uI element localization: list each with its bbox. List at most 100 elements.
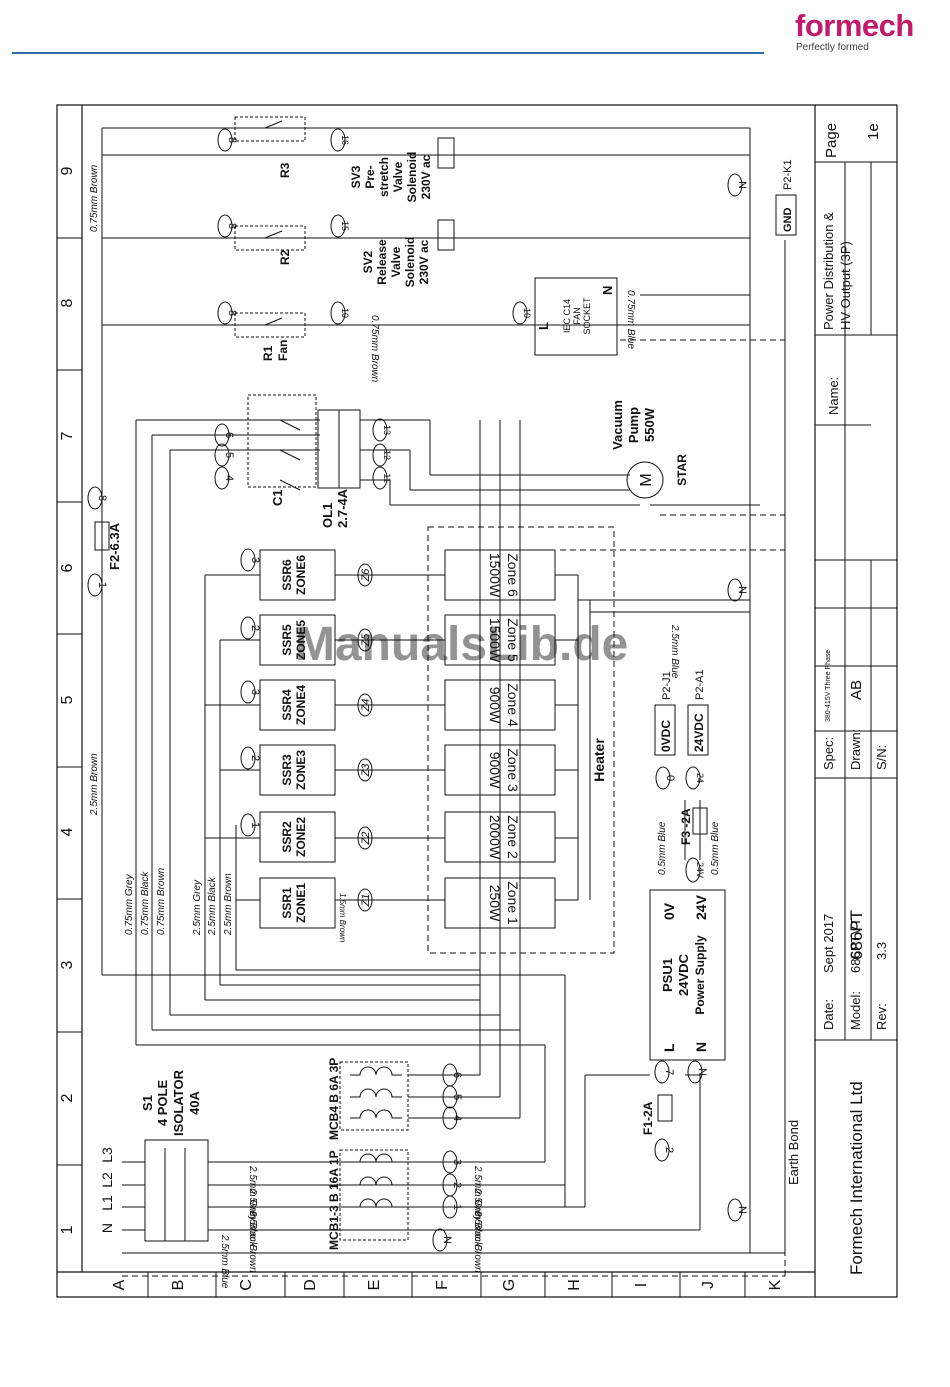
- fan-socket-label-3: SOCKET: [582, 297, 592, 335]
- supply-l3: L3: [99, 1147, 115, 1163]
- date-value: Sept 2017: [821, 914, 836, 973]
- term-n-4: N: [736, 181, 748, 189]
- wire-brown-075-top: 0.75mm Brown: [89, 164, 100, 232]
- wire-grey-25-zone: 2.5mm Grey: [192, 879, 203, 936]
- r1-label: R1: [261, 345, 275, 361]
- mcb4-label: MCB4 B 6A 3P: [327, 1058, 341, 1140]
- model-value: 686PTVT: [848, 918, 863, 973]
- term-5-c1: 5: [223, 452, 235, 458]
- socket-n: N: [600, 286, 615, 295]
- row-label-c: C: [238, 1279, 255, 1291]
- sv2-label-3: Valve: [389, 246, 403, 277]
- spec-label: Spec:: [821, 737, 836, 770]
- ssr2-zone: ZONE2: [294, 817, 308, 857]
- row-label-g: G: [501, 1279, 518, 1291]
- col-label-9: 9: [59, 166, 76, 175]
- term-3-ssr6: 3: [249, 557, 261, 563]
- row-label-e: E: [366, 1280, 383, 1291]
- isolator-label-2: 4 POLE: [155, 1080, 170, 1127]
- heater-label: Heater: [591, 738, 607, 782]
- wire-blue-supply: 2.5mm Blue: [219, 1234, 230, 1289]
- ssr5-zone: ZONE5: [294, 620, 308, 660]
- ssr3-zone: ZONE3: [294, 750, 308, 790]
- isolator-label-3: ISOLATOR: [171, 1069, 186, 1136]
- pump-label-2: Pump: [626, 407, 641, 443]
- 0vdc-connector: [654, 704, 676, 756]
- wire-z6: Z6: [360, 568, 372, 583]
- zone1-power: 250W: [487, 885, 503, 922]
- wire-brown-isolator: 2.5mm Brown: [247, 1210, 258, 1273]
- row-label-a: A: [111, 1279, 128, 1290]
- term-n-1: N: [441, 1236, 453, 1244]
- rev-value: 3.3: [874, 942, 889, 960]
- psu-label-3: Power Supply: [693, 935, 707, 1015]
- model-label: Model:: [848, 991, 863, 1030]
- fan-socket-label-1: IEC C14: [562, 299, 572, 333]
- socket-l: L: [536, 322, 551, 330]
- rev-label: Rev:: [874, 1003, 889, 1030]
- wire-brown-075: 0.75mm Brown: [156, 867, 167, 935]
- earth-dashes: [122, 250, 786, 1277]
- ssr6-name: SSR6: [280, 559, 294, 591]
- sv3-label-5: Solenoid: [405, 152, 419, 203]
- term-24v: 24V: [695, 862, 705, 878]
- col-label-2: 2: [59, 1093, 76, 1102]
- wire-z2: Z2: [360, 832, 372, 846]
- formech-logo: formech: [795, 8, 914, 43]
- row-label-k: K: [767, 1279, 784, 1290]
- column-dividers: [57, 237, 82, 1166]
- zone4-power: 900W: [487, 687, 503, 724]
- supply-n: N: [99, 1223, 115, 1233]
- 0vdc-label: 0VDC: [659, 720, 673, 752]
- col-label-1: 1: [59, 1225, 76, 1234]
- wire-z4: Z4: [360, 699, 372, 713]
- header-rule: [12, 52, 764, 54]
- zone3-power: 900W: [487, 752, 503, 789]
- pump-label-1: Vacuum: [610, 400, 625, 450]
- drawn-label: Drawn:: [848, 729, 863, 770]
- gnd-label: GND: [782, 208, 794, 233]
- sv2-label-2: Release: [375, 239, 389, 285]
- wire-grey-isolator: 2.5mm Grey: [247, 1165, 258, 1222]
- psu-label-1: PSU1: [660, 958, 675, 992]
- supply-l2: L2: [99, 1172, 115, 1188]
- term-n-5: N: [736, 586, 748, 594]
- term-4-mcb4: 4: [451, 1115, 463, 1121]
- term-8-r3: 8: [226, 137, 238, 143]
- ssr2-name: SSR2: [280, 821, 294, 853]
- term-15-r2: 15: [340, 221, 350, 231]
- fuse-f1: [657, 1094, 673, 1122]
- gnd-connector: [775, 194, 797, 236]
- contactor-c1: [247, 394, 317, 491]
- f1-label: F1-2A: [641, 1101, 655, 1135]
- 24vdc-connector: [687, 704, 709, 756]
- model-title: 686PT: [847, 910, 866, 960]
- earth-bond-label: Earth Bond: [786, 1120, 801, 1185]
- sv2-label-5: 230V ac: [417, 239, 431, 284]
- term-13-ol1: 13: [382, 425, 392, 435]
- psu-label-2: 24VDC: [676, 953, 691, 996]
- f2-label: F2-6.3A: [107, 522, 122, 570]
- psu-term-l: L: [661, 1043, 677, 1052]
- zone6-power: 1500W: [487, 553, 503, 598]
- col-label-4: 4: [59, 827, 76, 836]
- date-label: Date:: [821, 999, 836, 1030]
- r2-label: R2: [278, 249, 292, 265]
- ol1-label-2: 2.7-4A: [335, 488, 350, 528]
- wire-blue-05-b: 0.5mm Blue: [710, 821, 721, 875]
- col-label-5: 5: [59, 695, 76, 704]
- term-1-f2: 1: [96, 582, 108, 588]
- watermark: ManualsLib.de: [295, 618, 628, 671]
- r3-label: R3: [278, 162, 292, 178]
- 24vdc-label: 24VDC: [692, 713, 706, 752]
- term-8-r1: 8: [226, 310, 238, 316]
- ssr-blocks: [259, 549, 336, 929]
- term-0: 0: [664, 775, 676, 781]
- sn-label: S/N:: [874, 745, 889, 770]
- zone2-name: Zone 2: [505, 815, 521, 859]
- term-7: 7: [663, 1069, 675, 1075]
- zone1-name: Zone 1: [505, 881, 521, 925]
- mcb1-3-label: MCB1-3 B 16A 1P: [327, 1150, 341, 1250]
- page-value: 1e: [865, 123, 882, 140]
- term-2-f1: 2: [663, 1147, 675, 1153]
